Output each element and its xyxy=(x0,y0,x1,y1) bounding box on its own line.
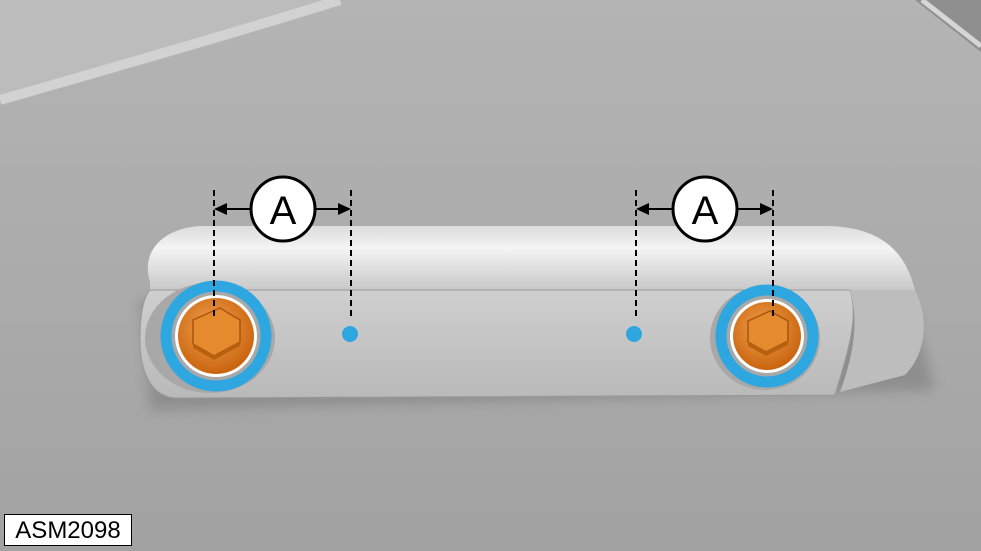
bracket-top-surface xyxy=(147,226,916,290)
callout-left: A xyxy=(249,175,317,243)
highlight-ring-left xyxy=(160,280,272,392)
dimension-arrow-icon xyxy=(760,203,773,215)
dimension-arrow-icon xyxy=(214,203,227,215)
reference-dot-icon xyxy=(342,326,358,342)
dimension-arrow-icon xyxy=(338,203,351,215)
upper-contour-highlight xyxy=(0,0,342,105)
upper-contour xyxy=(0,0,330,95)
highlight-ring-right xyxy=(715,284,819,388)
upper-right-edge xyxy=(915,0,981,52)
figure-id-label: ASM2098 xyxy=(4,514,132,546)
dimension-right xyxy=(635,190,774,318)
bracket-end-face xyxy=(840,290,924,392)
callout-label: A xyxy=(270,189,297,233)
reference-dot-icon xyxy=(626,326,642,342)
bolt-right xyxy=(710,284,820,390)
callout-right: A xyxy=(671,175,739,243)
bolt-left xyxy=(145,280,275,393)
dimension-left xyxy=(213,190,352,318)
bracket-front-face xyxy=(139,289,854,399)
upper-right-edge-highlight xyxy=(920,0,981,48)
dimension-arrow-icon xyxy=(636,203,649,215)
callout-label: A xyxy=(692,189,719,233)
